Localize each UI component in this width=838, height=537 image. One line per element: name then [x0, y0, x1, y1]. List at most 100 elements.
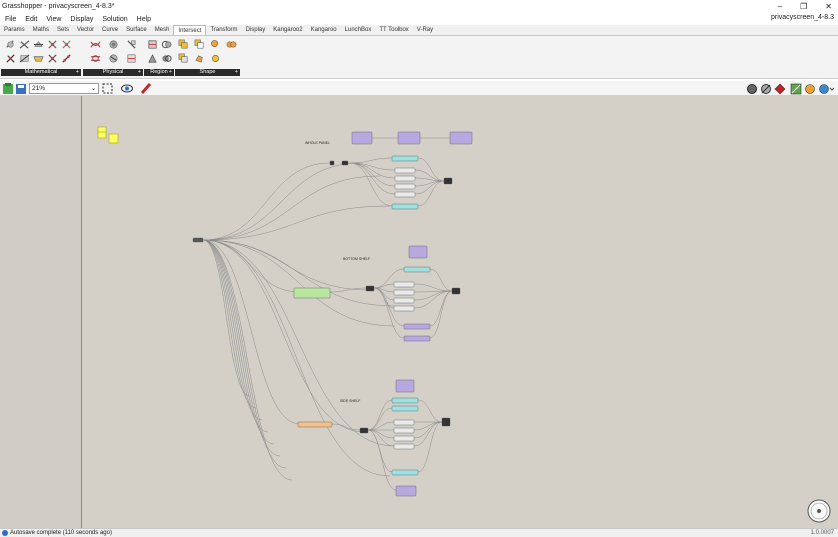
node-side-shelf-orange[interactable]: [297, 421, 333, 428]
region-diff-icon[interactable]: [160, 52, 172, 64]
definition-canvas[interactable]: WHOLE PANEL BOTTOM SHELF SIDE SHELF: [0, 96, 838, 528]
node-whole-panel-cyan-1[interactable]: [391, 155, 419, 162]
mesh-ray-icon[interactable]: [46, 52, 58, 64]
menu-edit[interactable]: Edit: [25, 15, 38, 23]
node-whole-panel-row-3[interactable]: [394, 191, 416, 198]
node-whole-panel-row-1[interactable]: [394, 175, 416, 182]
open-file-icon[interactable]: [3, 83, 13, 94]
node-whole-panel-purple-2[interactable]: [397, 131, 421, 145]
tab-tt-toolbox[interactable]: TT Toolbox: [379, 27, 409, 33]
web-icon[interactable]: [818, 83, 834, 95]
node-side-shelf-output[interactable]: [441, 417, 451, 427]
tab-lunchbox[interactable]: LunchBox: [344, 27, 372, 33]
save-file-icon[interactable]: [16, 83, 26, 94]
node-bottom-shelf-green[interactable]: [293, 287, 331, 299]
zoom-extents-icon[interactable]: [102, 83, 115, 94]
menu-file[interactable]: File: [5, 15, 17, 23]
surface-line-icon[interactable]: [18, 52, 30, 64]
minimize-button[interactable]: –: [777, 1, 783, 11]
node-side-shelf-row-0[interactable]: [393, 419, 415, 426]
curve-plane-icon[interactable]: [46, 38, 58, 50]
expand-shape-button[interactable]: +: [234, 69, 238, 75]
menu-display[interactable]: Display: [70, 15, 94, 23]
shape-extra-icon[interactable]: [209, 52, 221, 64]
expand-region-button[interactable]: +: [168, 69, 172, 75]
node-whole-panel-relay[interactable]: [341, 160, 349, 166]
tab-intersect[interactable]: Intersect: [173, 25, 207, 35]
trim-region-icon[interactable]: [160, 38, 172, 50]
solid-diff-icon[interactable]: [193, 38, 205, 50]
node-whole-panel-purple-1[interactable]: [351, 131, 373, 145]
node-side-shelf-cyan-2[interactable]: [391, 405, 419, 412]
node-bottom-shelf-cyan[interactable]: [403, 266, 431, 273]
brep-curve-icon[interactable]: [4, 52, 16, 64]
node-bottom-shelf-row-2[interactable]: [393, 297, 415, 304]
node-whole-panel-purple-3[interactable]: [449, 131, 473, 145]
node-bottom-shelf-row-3[interactable]: [393, 305, 415, 312]
node-side-shelf-row-3[interactable]: [393, 443, 415, 450]
tab-params[interactable]: Params: [4, 27, 25, 33]
brep-line-icon[interactable]: [4, 38, 16, 50]
sticky-note-3[interactable]: [108, 133, 119, 144]
source-component[interactable]: [192, 237, 204, 243]
tab-v-ray[interactable]: V-Ray: [416, 27, 434, 33]
tab-kangaroo[interactable]: Kangaroo: [310, 27, 337, 33]
node-side-shelf-row-1[interactable]: [393, 427, 415, 434]
line-plane-icon[interactable]: [60, 38, 72, 50]
brep-plane-icon[interactable]: [32, 38, 44, 50]
boundary-volume-icon[interactable]: [209, 38, 221, 50]
mesh-curve-icon[interactable]: [89, 52, 101, 64]
node-side-shelf-row-2[interactable]: [393, 435, 415, 442]
tab-maths[interactable]: Maths: [32, 27, 50, 33]
sketch-pen-icon[interactable]: [140, 82, 152, 95]
navigation-compass-icon[interactable]: [804, 496, 834, 526]
node-side-shelf-cyan-1[interactable]: [391, 397, 419, 404]
restore-button[interactable]: ❐: [800, 1, 808, 11]
menu-view[interactable]: View: [46, 15, 62, 23]
menu-solution[interactable]: Solution: [102, 15, 128, 23]
document-icon[interactable]: [790, 83, 802, 95]
preview-shaded-icon[interactable]: [760, 83, 772, 95]
preview-wire-icon[interactable]: [746, 83, 758, 95]
solid-union-icon[interactable]: [177, 38, 189, 50]
tab-surface[interactable]: Surface: [126, 27, 147, 33]
tab-display[interactable]: Display: [245, 27, 266, 33]
brep-brep-icon[interactable]: [107, 38, 119, 50]
plane-line-icon[interactable]: [60, 52, 72, 64]
node-bottom-shelf-output[interactable]: [451, 287, 461, 295]
node-bottom-shelf-relay[interactable]: [365, 285, 375, 292]
expand-physical-button[interactable]: +: [137, 69, 141, 75]
node-whole-panel-output[interactable]: [443, 177, 453, 185]
node-side-shelf-relay[interactable]: [359, 427, 369, 434]
node-bottom-shelf-purple-3[interactable]: [403, 335, 431, 342]
expand-mathematical-button[interactable]: +: [75, 69, 79, 75]
node-side-shelf-cyan-3[interactable]: [391, 469, 419, 476]
sticky-note-2[interactable]: [97, 131, 107, 139]
node-whole-panel-cyan-2[interactable]: [391, 203, 419, 210]
node-whole-panel-row-2[interactable]: [394, 183, 416, 190]
tab-vector[interactable]: Vector: [77, 27, 95, 33]
tab-curve[interactable]: Curve: [102, 27, 119, 33]
section-icon[interactable]: [125, 52, 137, 64]
node-bottom-shelf-purple[interactable]: [408, 245, 428, 259]
curve-curve-icon[interactable]: [89, 38, 101, 50]
eye-preview-icon[interactable]: [121, 83, 135, 94]
node-side-shelf-purple-2[interactable]: [395, 485, 417, 497]
split-brep-icon[interactable]: [146, 38, 158, 50]
region-union-icon[interactable]: [146, 52, 158, 64]
curve-line-icon[interactable]: [18, 38, 30, 50]
node-whole-panel-row-0[interactable]: [394, 167, 416, 174]
node-whole-panel-input[interactable]: [329, 160, 335, 166]
shape-split-icon[interactable]: [225, 38, 237, 50]
tab-sets[interactable]: Sets: [57, 27, 70, 33]
node-bottom-shelf-purple-2[interactable]: [403, 323, 431, 330]
collision-icon[interactable]: [125, 38, 137, 50]
node-bottom-shelf-row-1[interactable]: [393, 289, 415, 296]
solid-intersect-icon[interactable]: [177, 52, 189, 64]
node-bottom-shelf-row-0[interactable]: [393, 281, 415, 288]
shatter-icon[interactable]: [193, 52, 205, 64]
tab-mesh[interactable]: Mesh: [154, 27, 170, 33]
plane-plane-icon[interactable]: [32, 52, 44, 64]
tab-transform[interactable]: Transform: [210, 27, 238, 33]
node-side-shelf-purple[interactable]: [395, 379, 415, 393]
